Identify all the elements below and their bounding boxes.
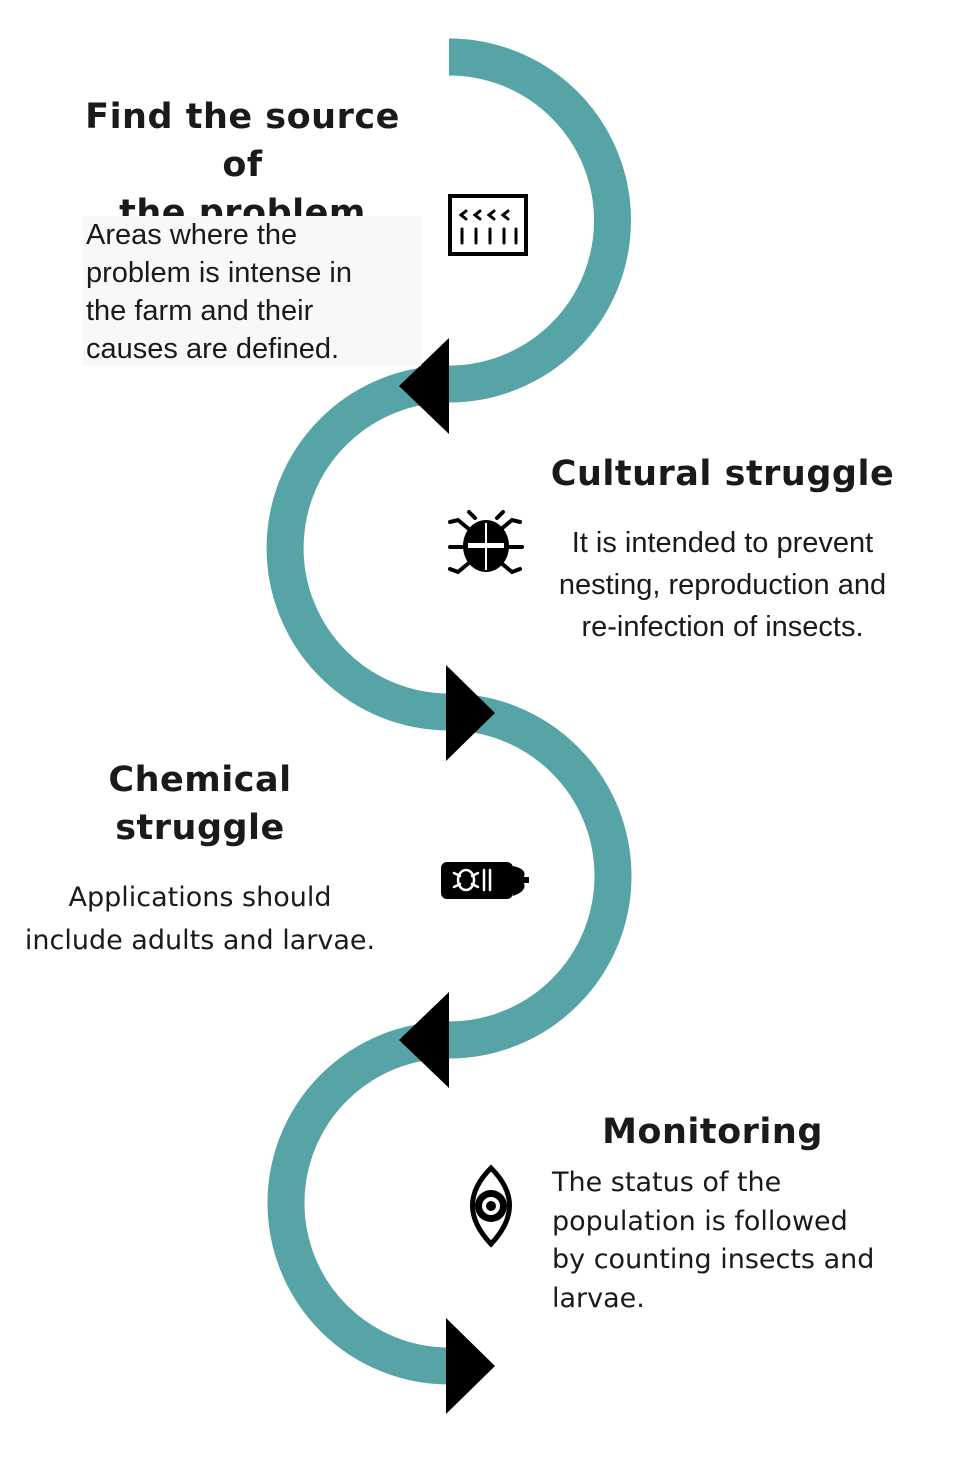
spray-can-icon: [441, 862, 529, 899]
bug-icon: [448, 510, 524, 575]
arrow-left-1: [399, 338, 449, 434]
step-2-description: It is intended to prevent nesting, repro…: [558, 527, 887, 643]
step-3-description: Applications should include adults and l…: [24, 882, 376, 956]
arrow-right-2: [446, 1318, 495, 1414]
greenhouse-icon: [448, 194, 528, 256]
step-1-description: Areas where the problem is intense in th…: [83, 216, 421, 366]
step-2-title: Cultural struggle: [550, 454, 895, 494]
step-3-title: Chemical struggle: [108, 760, 292, 848]
arrow-right-1: [446, 665, 495, 761]
step-4-description: The status of the population is followed…: [552, 1167, 875, 1314]
arrow-left-2: [399, 992, 449, 1088]
step-4-title: Monitoring: [602, 1112, 823, 1152]
eye-icon: [470, 1164, 512, 1248]
